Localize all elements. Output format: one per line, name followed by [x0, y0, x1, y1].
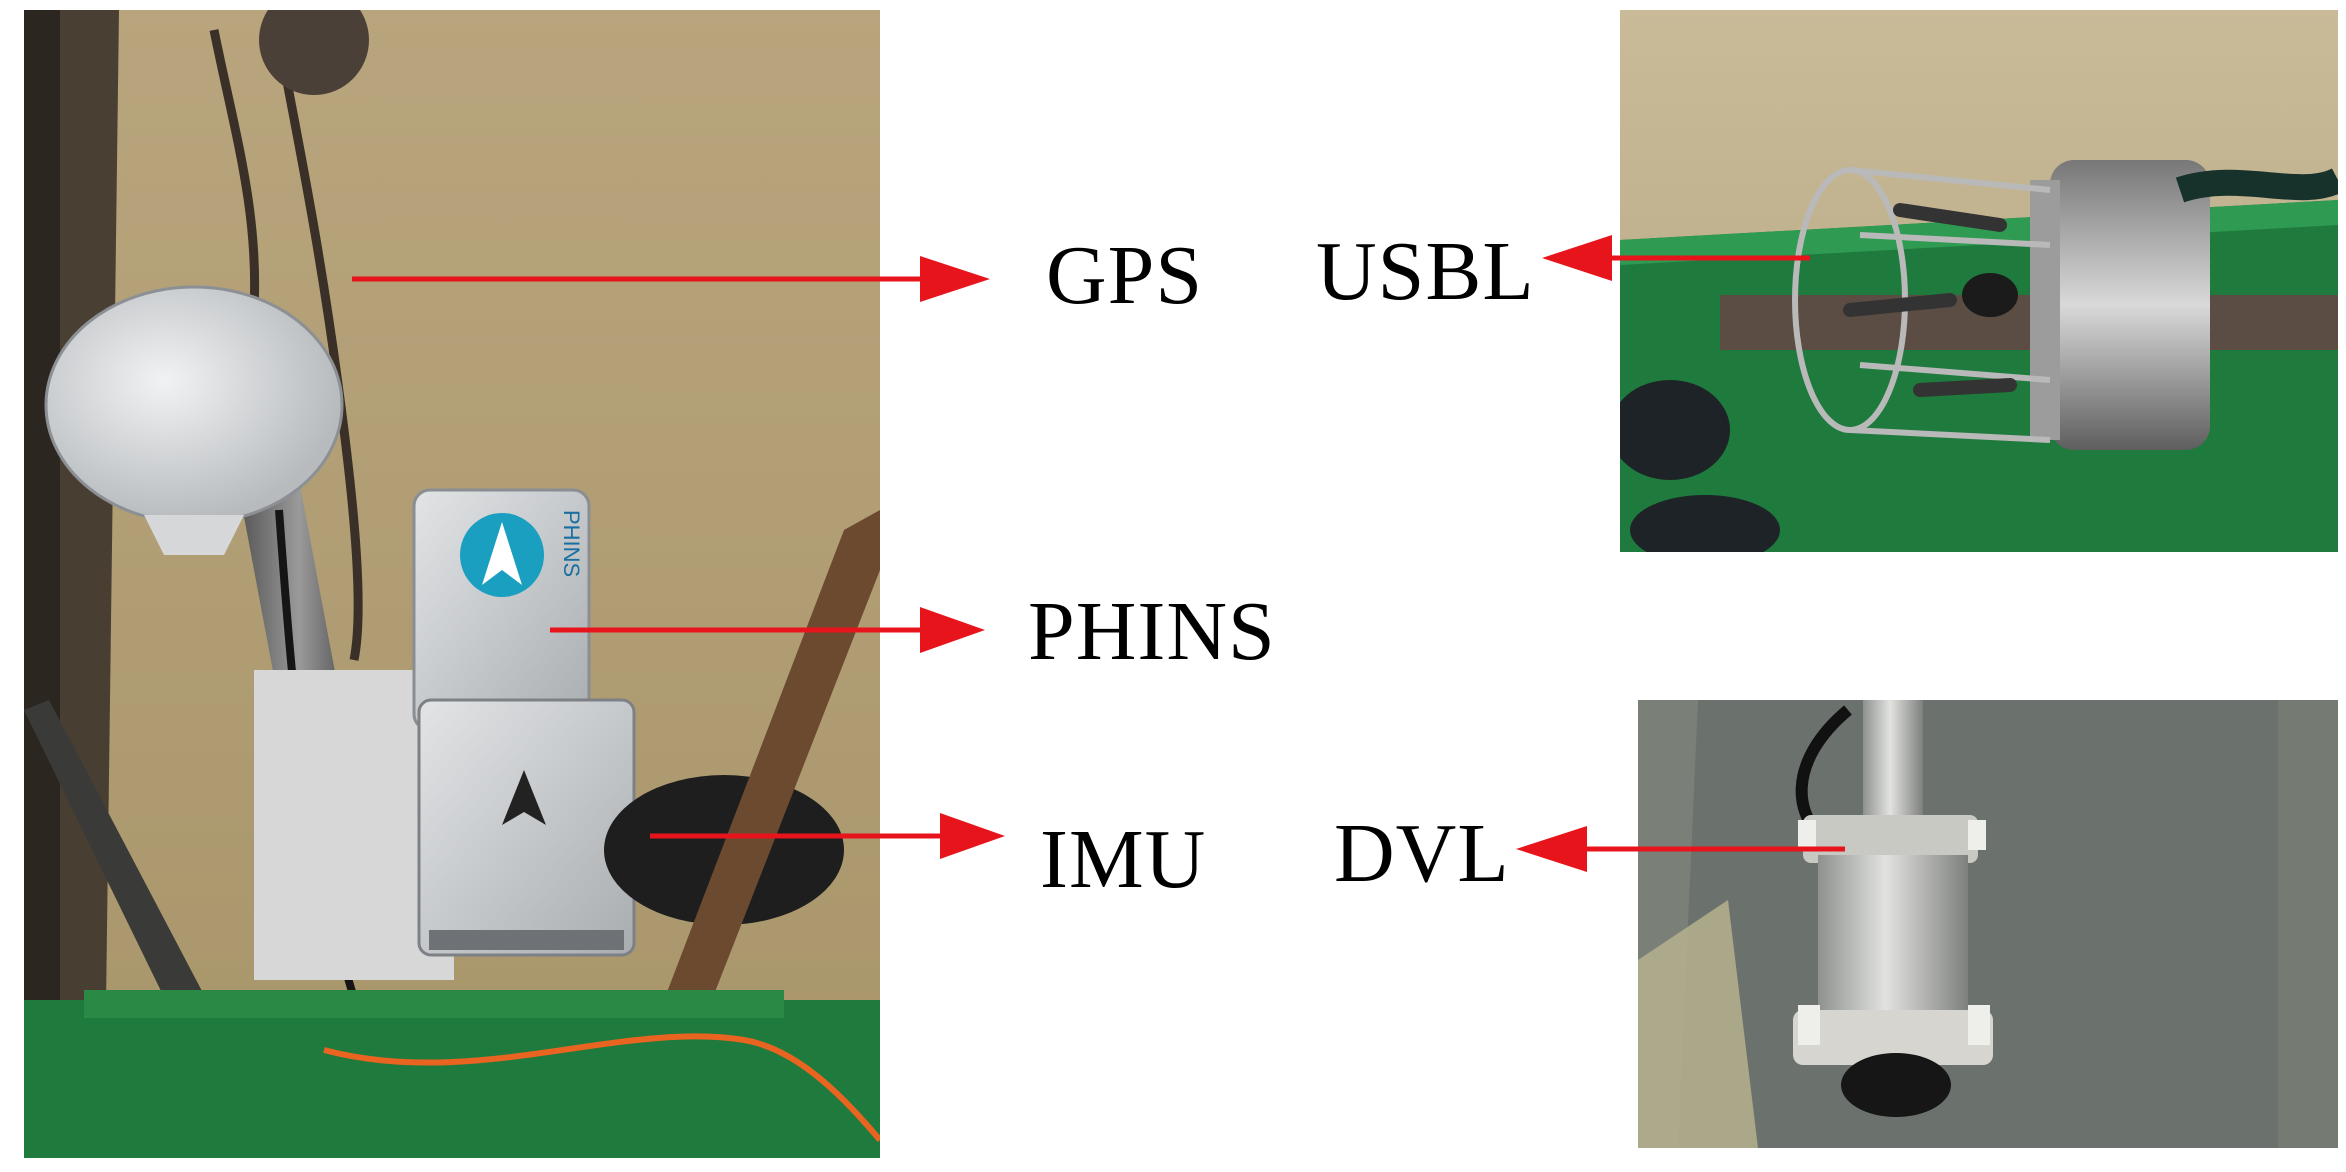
main-photo-illustration: PHINS — [24, 10, 880, 1158]
main-device-photo: PHINS — [24, 10, 880, 1158]
usbl-photo-illustration — [1620, 10, 2338, 552]
imu-label: IMU — [1040, 813, 1207, 906]
phins-label: PHINS — [1028, 585, 1276, 678]
dvl-photo-illustration — [1638, 700, 2338, 1148]
usbl-label: USBL — [1316, 225, 1535, 318]
gps-label: GPS — [1046, 229, 1204, 322]
dvl-label: DVL — [1334, 807, 1510, 900]
usbl-photo — [1620, 10, 2338, 552]
phins-brand-text: PHINS — [559, 510, 584, 577]
dvl-photo — [1638, 700, 2338, 1148]
